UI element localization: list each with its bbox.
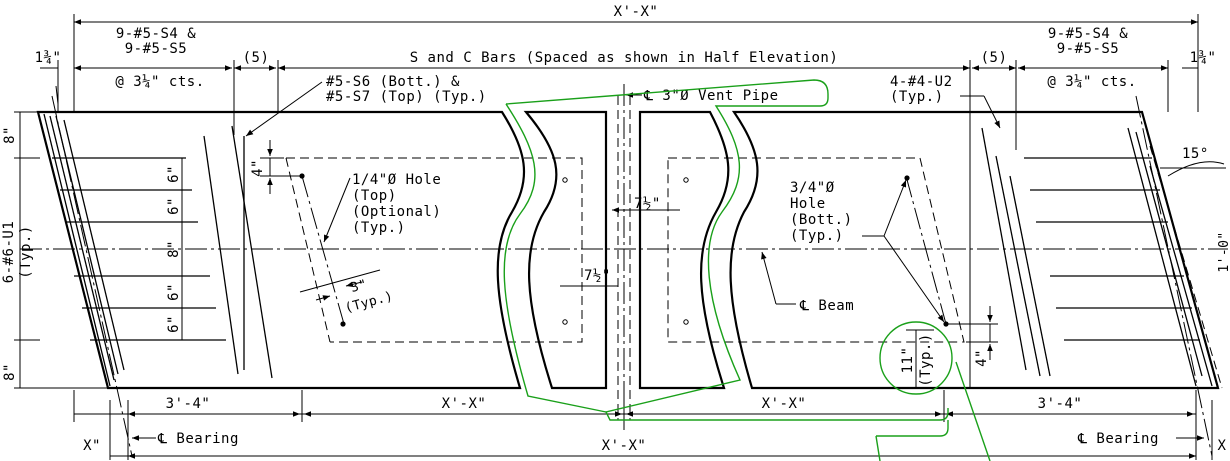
dim-11-marker bbox=[906, 329, 934, 388]
dim-3-marker bbox=[299, 269, 381, 301]
overall-dimension bbox=[73, 14, 1199, 112]
dim-8-mid: 8" bbox=[166, 240, 182, 258]
dim-6-4: 6" bbox=[166, 315, 182, 333]
bearing-right-label: ℄ Bearing bbox=[1077, 431, 1159, 447]
s6-s7-label-1: #5-S6 (Bott.) & bbox=[326, 74, 460, 90]
half-dims bbox=[560, 207, 680, 287]
left-edge-dim: 1¾" bbox=[35, 50, 62, 66]
bottom-overall: X'-X" bbox=[602, 438, 647, 454]
dim-7-half-b: 7½" bbox=[584, 268, 611, 284]
hole-top-label-4: (Typ.) bbox=[352, 220, 406, 236]
right-edge-cut: 1'-0" bbox=[1217, 231, 1230, 272]
s6-s7-label-2: #5-S7 (Top) (Typ.) bbox=[326, 89, 487, 105]
dim-6-2: 6" bbox=[166, 197, 182, 215]
bar-zone-dimensions bbox=[40, 60, 1198, 135]
left-bars-label-1: 9-#5-S4 & bbox=[116, 26, 196, 42]
leader-lines bbox=[55, 81, 1001, 137]
right-bars-label-1: 9-#5-S4 & bbox=[1048, 26, 1128, 42]
hole-bott-label-4: (Typ.) bbox=[790, 228, 844, 244]
bottom-right-x: X bbox=[1218, 438, 1227, 454]
right-count: (5) bbox=[981, 50, 1008, 66]
beam-cl-leader bbox=[761, 251, 796, 305]
dim-7-half-a: 7½" bbox=[634, 196, 661, 212]
hole-top-label-2: (Top) bbox=[352, 188, 397, 204]
left-bars-label-2: 9-#5-S5 bbox=[125, 41, 188, 57]
dim-right-34: 3'-4" bbox=[1038, 396, 1083, 412]
beam-outline bbox=[36, 110, 1220, 390]
beam-cl-label: ℄ Beam bbox=[799, 298, 854, 314]
hole-top-label-1: 1/4"Ø Hole bbox=[352, 172, 441, 188]
bottom-left-x: X" bbox=[83, 438, 101, 454]
dim-8-top: 8" bbox=[2, 126, 18, 144]
overall-width-label: X'-X" bbox=[614, 4, 659, 20]
hole-top-label-3: (Optional) bbox=[352, 204, 441, 220]
small-dims bbox=[260, 140, 998, 360]
left-count: (5) bbox=[243, 50, 270, 66]
dim-4-left: 4" bbox=[250, 159, 266, 177]
dim-11-typ: (Typ.) bbox=[918, 333, 934, 387]
dim-3-typ: (Typ.) bbox=[343, 289, 395, 316]
s-c-bars-label: S and C Bars (Spaced as shown in Half El… bbox=[410, 50, 839, 66]
dim-mid-left: X'-X" bbox=[442, 396, 487, 412]
dim-left-34: 3'-4" bbox=[166, 396, 211, 412]
u1-label-2: (Typ.) bbox=[18, 225, 34, 279]
dim-8-bot: 8" bbox=[2, 363, 18, 381]
right-bars-label-2: 9-#5-S5 bbox=[1057, 41, 1120, 57]
right-bars-spacing: @ 3¼" cts. bbox=[1047, 74, 1136, 90]
left-bars-spacing: @ 3¼" cts. bbox=[115, 74, 204, 90]
bearing-lines bbox=[51, 95, 1213, 457]
dim-11-label: 11" bbox=[900, 347, 916, 374]
dim-6-3: 6" bbox=[166, 283, 182, 301]
left-bar-group bbox=[43, 113, 273, 387]
hole-bott-label-3: (Bott.) bbox=[790, 212, 853, 228]
revision-clouds bbox=[503, 79, 991, 461]
dim-mid-right: X'-X" bbox=[762, 396, 807, 412]
u2-label-2: (Typ.) bbox=[890, 89, 944, 105]
vent-pipe-lines bbox=[617, 84, 631, 430]
left-vertical-dims bbox=[14, 111, 183, 389]
dim-6-1: 6" bbox=[166, 165, 182, 183]
u1-label-1: 6-#6-U1 bbox=[1, 221, 17, 284]
hole-regions bbox=[285, 157, 965, 343]
hole-bott-label-2: Hole bbox=[790, 196, 826, 212]
dim-4-right: 4" bbox=[974, 349, 990, 367]
right-bar-group bbox=[969, 112, 1223, 389]
hole-bott-leaders bbox=[862, 179, 945, 323]
angle-label: 15° bbox=[1182, 146, 1209, 162]
dim-3-label: 3" bbox=[349, 277, 369, 296]
hole-top-leader bbox=[323, 177, 351, 243]
u2-label-1: 4-#4-U2 bbox=[890, 74, 953, 90]
angle-marker bbox=[1160, 161, 1226, 177]
hole-bott-label-1: 3/4"Ø bbox=[790, 180, 835, 196]
bearing-left-label: ℄ Bearing bbox=[157, 431, 239, 447]
right-edge-dim: 1¾" bbox=[1190, 50, 1217, 66]
holes bbox=[299, 173, 949, 327]
bottom-dimensions bbox=[73, 390, 1213, 460]
vent-pipe-label: ℄ 3"Ø Vent Pipe bbox=[643, 88, 779, 104]
